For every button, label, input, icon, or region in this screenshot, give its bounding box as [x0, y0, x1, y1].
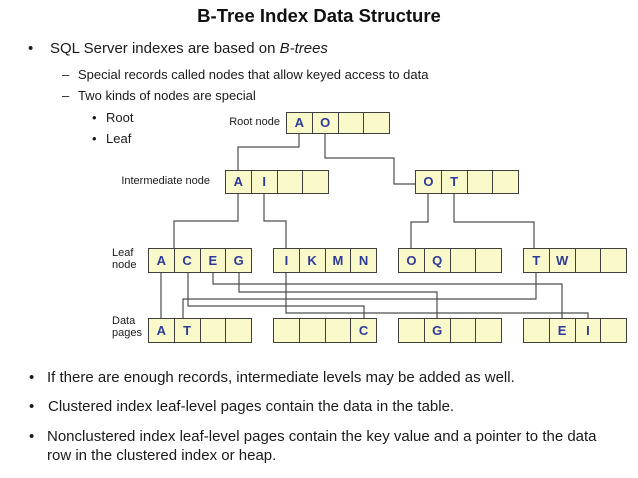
root-node-cell: [339, 113, 365, 133]
sub-bullet-two-kinds: –Two kinds of nodes are special: [62, 88, 256, 103]
intermediate1-a-to-leaf-1: [173, 194, 239, 248]
intermediate2-t-to-leaf-4: [453, 194, 535, 248]
page-title: B-Tree Index Data Structure: [197, 5, 441, 26]
data-page-2: C: [273, 318, 377, 343]
leaf-c-to-data-c: [187, 273, 365, 318]
data-page-1-cell: [201, 319, 227, 342]
intermediate1-i-to-leaf-2: [263, 194, 287, 248]
intermediate-node-2-cell: T: [442, 171, 468, 193]
data-page-4-cell: E: [550, 319, 576, 342]
root-node-label: Root node: [229, 116, 280, 128]
data-page-3-cell: [476, 319, 501, 342]
intermediate-node-2-cell: [493, 171, 518, 193]
data-pages-label: Data pages: [112, 315, 142, 339]
dash-marker: –: [62, 88, 70, 103]
leaf-node-1-cell: G: [233, 253, 244, 268]
leaf-node-2-cell: M: [326, 249, 352, 272]
leaf-node-2-cell: N: [358, 253, 369, 268]
data-page-1-cell: [226, 319, 251, 342]
data-page-2-cell: [326, 319, 352, 342]
leaf-node-2-cell: I: [274, 249, 300, 272]
bullet-sql-server: • SQL Server indexes are based on B-trees: [28, 40, 328, 58]
intermediate2-o-to-leaf-3: [410, 194, 429, 248]
data-page-4-cell: [601, 319, 626, 342]
leaf-node-3-cell: O: [399, 249, 425, 272]
intermediate-node-2-cell: [468, 171, 494, 193]
data-page-2-cell: [300, 319, 326, 342]
data-page-3: G: [398, 318, 502, 343]
bullet-sql-server-text: SQL Server indexes are based on B-trees: [50, 40, 328, 57]
bullet-dot: •: [29, 398, 35, 415]
leaf-node-4-cell: [601, 249, 626, 272]
leaf-e-to-data-e: [212, 273, 563, 318]
data-page-4-cell: [524, 319, 550, 342]
leaf-node-label: Leaf node: [112, 247, 137, 271]
leaf-i-to-data-i: [285, 273, 589, 318]
data-page-1-cell: T: [175, 319, 201, 342]
intermediate-node-label: Intermediate node: [121, 175, 210, 187]
leaf-node-1-cell: E: [201, 249, 227, 272]
bullet-dot: •: [29, 428, 35, 445]
leaf-node-1-cell: A: [149, 249, 175, 272]
intermediate-node-1-cell: [278, 171, 304, 193]
bullet-clustered-index: •Clustered index leaf-level pages contai…: [29, 398, 455, 415]
root-node-cell: A: [287, 113, 313, 133]
bullet-dot: •: [92, 110, 97, 125]
leaf-node-3-cell: Q: [425, 249, 451, 272]
dash-marker: –: [62, 67, 70, 82]
intermediate-node-1-cell: [303, 171, 328, 193]
data-page-2-cell: C: [358, 323, 369, 338]
data-page-4-cell: I: [576, 319, 602, 342]
leaf-node-4-cell: [576, 249, 602, 272]
root-node-cell: [364, 113, 389, 133]
root-o-to-intermediate-2: [324, 134, 415, 185]
leaf-g-to-data-g: [238, 273, 438, 318]
data-page-3-cell: G: [425, 319, 451, 342]
intermediate-node-1-cell: I: [252, 171, 278, 193]
root-a-to-intermediate-1: [237, 134, 300, 170]
sub-bullet-root: •Root: [92, 110, 134, 125]
bullet-intermediate-levels: •If there are enough records, intermedia…: [29, 369, 515, 386]
intermediate-node-2-cell: O: [416, 171, 442, 193]
intermediate-node-1-cell: A: [226, 171, 252, 193]
bullet-nonclustered-index: • Nonclustered index leaf-level pages co…: [29, 428, 597, 464]
leaf-node-1-cell: C: [175, 249, 201, 272]
leaf-node-2-cell: K: [300, 249, 326, 272]
leaf-node-4-cell: T: [524, 249, 550, 272]
data-page-1-cell: A: [149, 319, 175, 342]
bullet-dot: •: [29, 369, 35, 386]
leaf-t-to-data-t: [182, 273, 537, 318]
leaf-node-4-cell: W: [550, 249, 576, 272]
bullet-dot: •: [92, 131, 97, 146]
data-page-2-cell: [274, 319, 300, 342]
root-node-cell: O: [313, 113, 339, 133]
leaf-node-3-cell: [476, 249, 501, 272]
data-page-3-cell: [399, 319, 425, 342]
data-page-3-cell: [451, 319, 477, 342]
bullet-dot: •: [28, 40, 34, 57]
sub-bullet-leaf: •Leaf: [92, 131, 132, 146]
sub-bullet-special-records: –Special records called nodes that allow…: [62, 67, 429, 82]
leaf-node-3-cell: [451, 249, 477, 272]
